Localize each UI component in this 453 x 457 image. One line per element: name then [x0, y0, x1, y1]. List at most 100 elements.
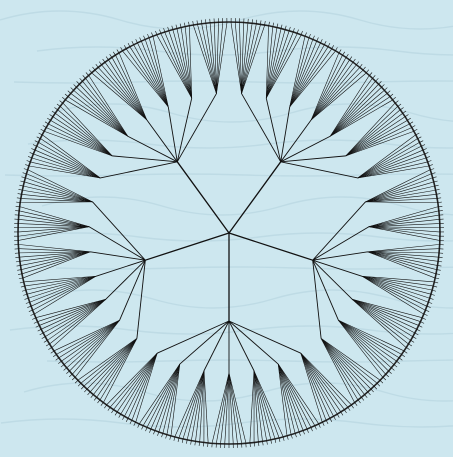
leaf-branch: [118, 353, 157, 411]
leaf-branch: [73, 320, 120, 373]
leaf-branch: [74, 91, 127, 136]
leaf-branch: [27, 276, 96, 290]
leaf-branch: [266, 36, 301, 98]
leaf-branch: [321, 338, 370, 388]
leaf-branch: [136, 353, 157, 421]
leaf-branch: [34, 276, 96, 309]
leaf-branch: [338, 320, 387, 370]
leaf-branch: [369, 219, 439, 226]
root-branch: [229, 233, 313, 260]
leaf-branch: [365, 202, 436, 203]
inner-branch: [180, 321, 229, 364]
leaf-branch: [24, 186, 92, 202]
leaf-branch: [368, 245, 439, 252]
leaf-branch: [242, 26, 265, 94]
leaf-branch: [21, 202, 92, 203]
inner-branch: [157, 321, 229, 353]
leaf-branch: [169, 32, 192, 98]
leaf-branch: [330, 82, 375, 136]
leaf-branch: [352, 299, 410, 339]
leaf-branch: [254, 371, 283, 436]
leaf-branch: [301, 353, 337, 413]
root-branch: [177, 162, 229, 233]
leaf-branch: [69, 97, 128, 136]
inner-branch: [281, 120, 312, 162]
leaf-branch: [70, 320, 119, 370]
leaf-branch: [330, 94, 386, 136]
leaf-branch: [365, 186, 433, 202]
leaf-branch: [165, 33, 192, 98]
leaf-branch: [44, 299, 106, 332]
leaf-branch: [338, 320, 385, 373]
leaf-branch: [365, 174, 430, 202]
leaf-branch: [266, 33, 293, 98]
inner-branch: [313, 202, 366, 260]
leaf-branch: [330, 97, 389, 136]
leaf-branch: [242, 25, 257, 94]
leaf-branch: [23, 252, 90, 274]
leaf-branch: [358, 139, 417, 178]
leaf-branch: [301, 353, 326, 419]
leaf-branch: [202, 25, 217, 94]
leaf-branch: [212, 373, 229, 442]
leaf-branch: [338, 320, 398, 357]
leaf-branch: [301, 353, 344, 409]
leaf-branch: [301, 353, 340, 411]
leaf-branch: [362, 276, 431, 290]
leaf-branch: [19, 245, 90, 252]
root-branch: [145, 233, 229, 260]
inner-branch: [313, 260, 362, 276]
leaf-branch: [321, 338, 367, 391]
leaf-branch: [321, 338, 361, 396]
leaf-branch: [31, 276, 96, 302]
leaf-branch: [338, 320, 400, 354]
leaf-branch: [79, 338, 137, 379]
leaf-branch: [47, 128, 112, 156]
leaf-branch: [250, 371, 254, 442]
leaf-branch: [62, 320, 119, 360]
leaf-branch: [194, 26, 217, 94]
leaf-branch: [290, 42, 317, 107]
leaf-branch: [221, 373, 229, 443]
inner-branch: [93, 202, 146, 260]
leaf-branch: [163, 364, 180, 432]
leaf-branch: [157, 36, 192, 98]
leaf-branch: [114, 353, 157, 409]
inner-branch: [106, 260, 146, 299]
leaf-branch: [311, 68, 359, 120]
leaf-branch: [368, 252, 435, 274]
leaf-branch: [290, 39, 309, 107]
leaf-branch: [36, 150, 100, 178]
leaf-branch: [368, 252, 437, 266]
leaf-branch: [85, 338, 137, 385]
leaf-branch: [112, 58, 146, 119]
leaf-branch: [82, 338, 137, 382]
leaf-branch: [83, 82, 128, 136]
leaf-branch: [369, 227, 439, 241]
inner-branch: [313, 260, 339, 320]
leaf-branch: [254, 371, 271, 439]
leaf-branch: [321, 338, 373, 385]
inner-branch: [229, 321, 301, 353]
leaf-branch: [86, 79, 128, 136]
leaf-branch: [330, 76, 369, 136]
leaf-branch: [80, 85, 128, 136]
leaf-branch: [266, 32, 289, 98]
leaf-branch: [321, 338, 379, 379]
inner-branch: [242, 94, 281, 162]
leaf-branch: [155, 364, 180, 430]
leaf-branch: [76, 320, 120, 376]
leaf-branch: [362, 276, 427, 302]
leaf-branch: [60, 320, 120, 357]
inner-branch: [177, 98, 191, 162]
leaf-branch: [40, 299, 105, 325]
leaf-branch: [229, 373, 246, 442]
inner-branch: [313, 252, 368, 260]
leaf-branch: [330, 100, 392, 136]
leaf-branch: [51, 121, 112, 156]
leaf-branch: [57, 320, 119, 354]
inner-branch: [89, 227, 145, 260]
leaf-branch: [96, 71, 147, 120]
leaf-branch: [330, 88, 381, 136]
